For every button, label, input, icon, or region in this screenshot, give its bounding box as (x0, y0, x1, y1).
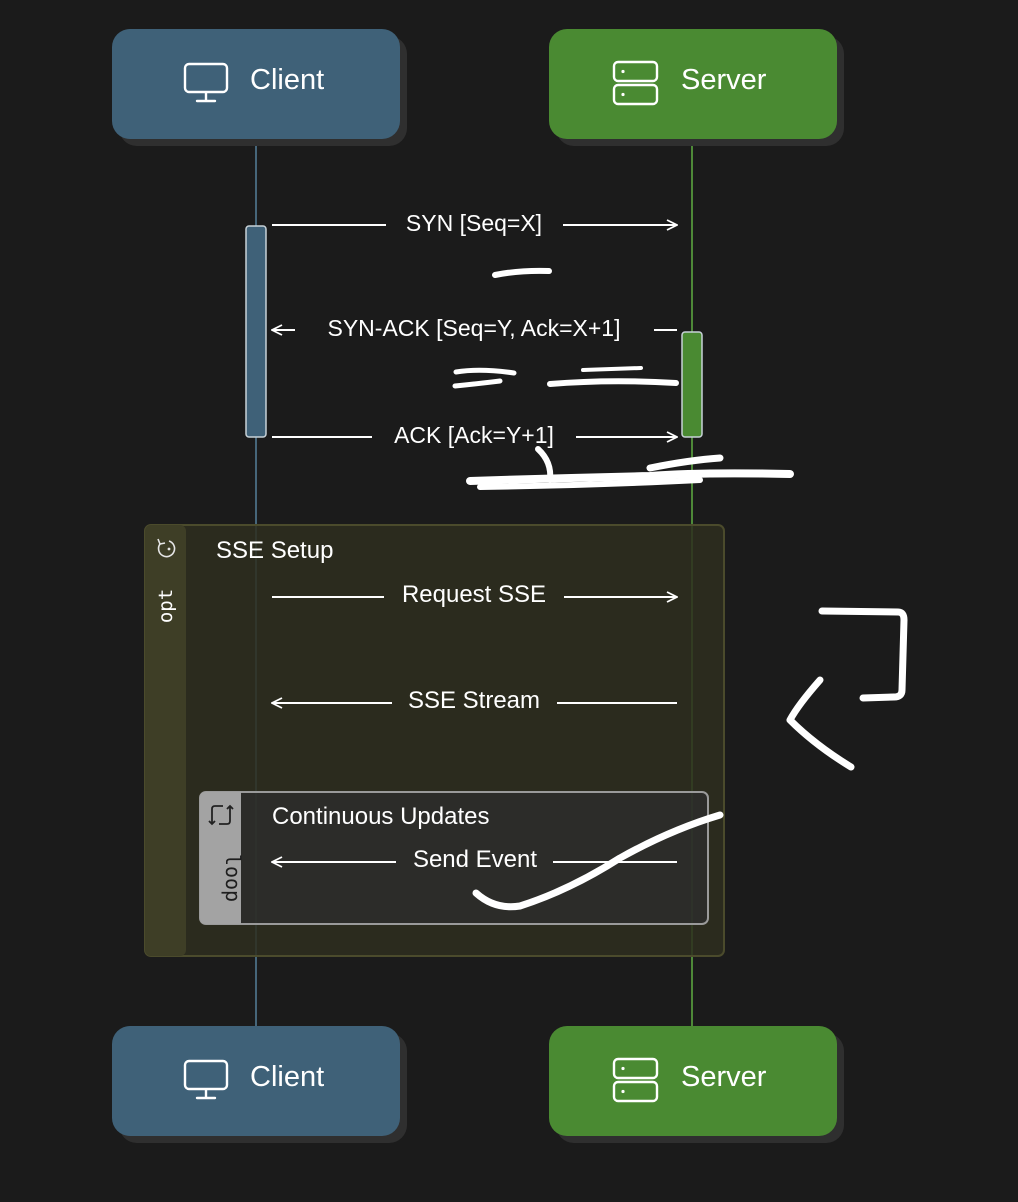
rotate-cw-icon (157, 538, 176, 558)
client-participant-bottom[interactable]: Client (112, 1026, 407, 1143)
server-participant-bottom[interactable]: Server (549, 1026, 844, 1143)
message-label: Request SSE (402, 581, 546, 608)
message-ack: ACK [Ack=Y+1] (272, 422, 677, 448)
handwritten-scribbles (452, 267, 794, 490)
participant-label: Client (250, 64, 324, 96)
server-icon (612, 1057, 659, 1103)
loop-fragment: loop Continuous Updates (199, 791, 709, 925)
participant-label: Client (250, 1061, 324, 1093)
message-send-event: Send Event (272, 846, 677, 873)
opt-keyword: opt (155, 589, 177, 623)
message-label: SYN [Seq=X] (406, 210, 542, 236)
client-participant-top[interactable]: Client (112, 29, 407, 146)
participant-label: Server (681, 64, 767, 96)
message-syn: SYN [Seq=X] (272, 210, 677, 236)
server-participant-top[interactable]: Server (549, 29, 844, 146)
loop-keyword: loop (221, 854, 245, 902)
handwritten-checkmark (472, 811, 724, 911)
participant-label: Server (681, 1061, 767, 1093)
message-request-sse: Request SSE (272, 581, 677, 608)
message-label: Send Event (413, 846, 537, 873)
message-syn-ack: SYN-ACK [Seq=Y, Ack=X+1] (272, 315, 677, 341)
monitor-icon (183, 62, 229, 103)
loop-title: Continuous Updates (272, 803, 489, 830)
client-activation-bar (245, 225, 267, 438)
message-label: ACK [Ack=Y+1] (394, 422, 554, 448)
opt-title: SSE Setup (216, 537, 333, 564)
monitor-icon (183, 1059, 229, 1100)
handwritten-bracket (786, 607, 908, 771)
message-label: SYN-ACK [Seq=Y, Ack=X+1] (328, 315, 621, 341)
message-label: SSE Stream (408, 687, 540, 714)
repeat-icon (208, 804, 234, 826)
server-icon (612, 60, 659, 106)
message-sse-stream: SSE Stream (272, 687, 677, 714)
server-activation-bar (681, 331, 703, 438)
